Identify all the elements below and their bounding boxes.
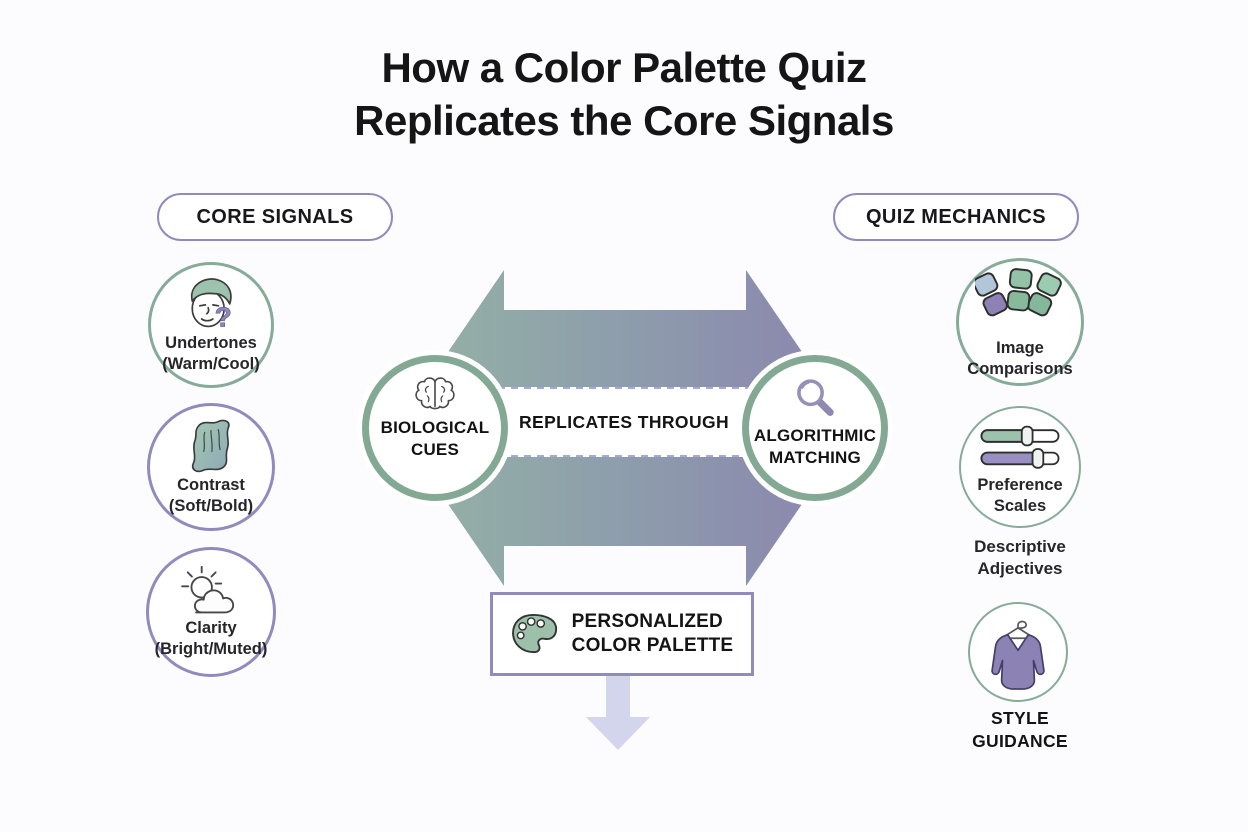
image-comparisons-label: Image Comparisons xyxy=(967,339,1073,379)
down-arrow-icon xyxy=(586,717,650,750)
image-comparisons-node: Image Comparisons xyxy=(956,258,1084,386)
page-title-line1: How a Color Palette Quiz xyxy=(381,44,867,91)
personalized-palette-box: PERSONALIZED COLOR PALETTE xyxy=(490,592,754,676)
replicates-label: REPLICATES THROUGH xyxy=(518,411,730,432)
style-guidance-label: STYLE GUIDANCE xyxy=(972,708,1068,752)
undertones-label: Undertones (Warm/Cool) xyxy=(162,334,260,374)
contrast-node: Contrast (Soft/Bold) xyxy=(147,403,275,531)
magnifier-icon xyxy=(797,379,834,416)
sliders-icon xyxy=(980,425,1060,469)
descriptive-adjectives-label: Descriptive Adjectives xyxy=(974,537,1066,579)
garment-hanger-icon xyxy=(991,620,1045,690)
quiz-mechanics-header: QUIZ MECHANICS xyxy=(833,193,1079,241)
contrast-label: Contrast (Soft/Bold) xyxy=(168,476,254,516)
dashed-line xyxy=(420,387,828,389)
down-arrow-stem xyxy=(606,675,630,719)
clarity-label: Clarity (Bright/Muted) xyxy=(154,619,268,659)
page-title: How a Color Palette Quiz Replicates the … xyxy=(0,42,1248,147)
brain-icon xyxy=(415,377,455,410)
palette-icon xyxy=(511,613,557,654)
style-guidance-node xyxy=(968,602,1068,702)
fabric-swatch-icon xyxy=(191,419,230,473)
algorithmic-matching-label: ALGORITHMIC MATCHING xyxy=(753,426,877,468)
biological-cues-node: BIOLOGICAL CUES xyxy=(362,355,508,501)
preference-scales-label: Preference Scales xyxy=(977,476,1063,516)
undertones-node: ? Undertones (Warm/Cool) xyxy=(148,262,274,388)
page-title-line2: Replicates the Core Signals xyxy=(354,96,894,144)
preference-scales-node: Preference Scales xyxy=(959,406,1081,528)
clarity-node: Clarity (Bright/Muted) xyxy=(146,547,276,677)
biological-cues-label: BIOLOGICAL CUES xyxy=(380,418,490,460)
face-question-icon: ? xyxy=(190,278,232,333)
algorithmic-matching-node: ALGORITHMIC MATCHING xyxy=(742,355,888,501)
sun-cloud-icon xyxy=(181,565,235,614)
personalized-palette-label: PERSONALIZED COLOR PALETTE xyxy=(571,611,734,656)
core-signals-header: CORE SIGNALS xyxy=(157,193,393,241)
quiz-mechanics-header-label: QUIZ MECHANICS xyxy=(865,205,1047,228)
svg-text:?: ? xyxy=(215,301,232,332)
color-swatches-icon xyxy=(975,268,1062,317)
core-signals-header-label: CORE SIGNALS xyxy=(196,205,354,228)
dashed-line xyxy=(420,455,828,457)
